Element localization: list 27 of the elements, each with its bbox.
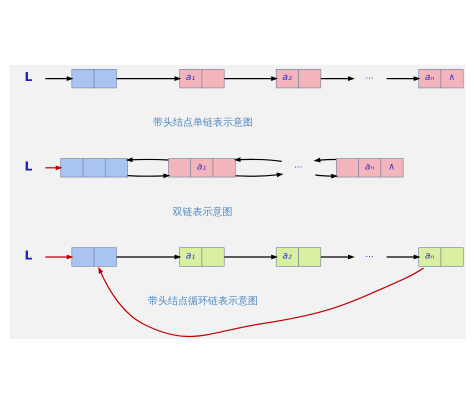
arrow: [127, 173, 170, 178]
node-text: L: [24, 159, 32, 174]
arrow: [320, 254, 354, 260]
arrow: [314, 174, 338, 179]
arrow: [224, 254, 278, 260]
arrow: [386, 76, 420, 82]
node-text: ···: [364, 74, 374, 84]
arrow: [224, 76, 278, 82]
arrow: [116, 76, 181, 82]
arrow: [235, 172, 284, 178]
node-text: ···: [294, 163, 302, 174]
arrow: [320, 76, 354, 82]
arrow: [313, 158, 336, 162]
label: 带头结点单链表示意图: [152, 118, 252, 129]
node-text: ···: [364, 252, 374, 262]
node-text: L: [24, 70, 32, 84]
label: 双链表示意图: [172, 206, 232, 218]
arrow: [116, 254, 181, 260]
arrow: [386, 254, 420, 260]
node-text: L: [24, 248, 32, 262]
arrow: [44, 76, 74, 82]
label: 带头结点循环链表示意图: [148, 296, 258, 307]
arrow: [44, 254, 74, 260]
arrow: [98, 266, 424, 338]
arrow: [44, 165, 62, 170]
arrow: [125, 157, 168, 162]
arrow: [233, 157, 282, 162]
